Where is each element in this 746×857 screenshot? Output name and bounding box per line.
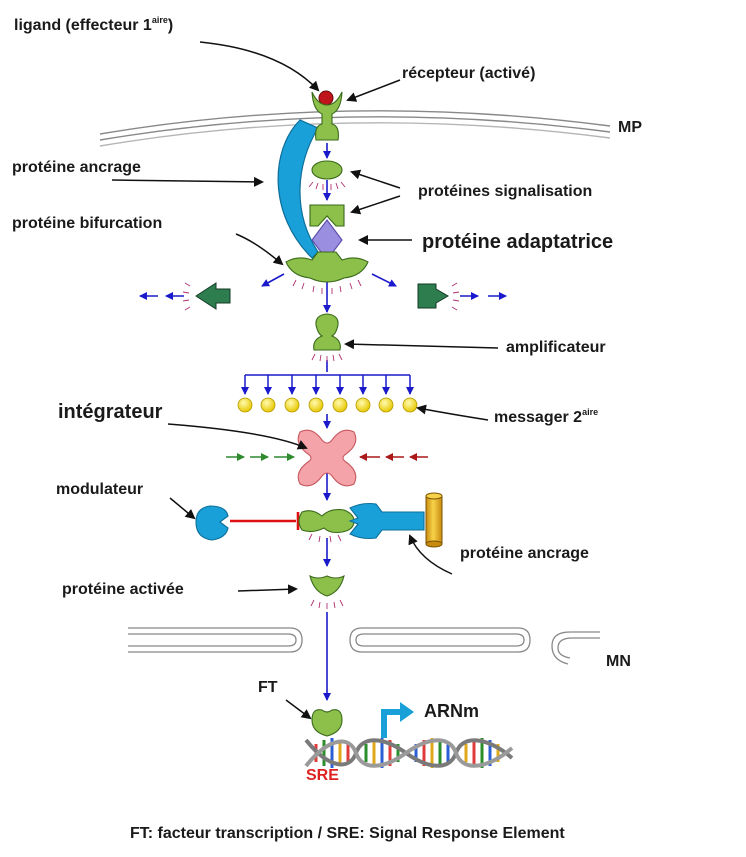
label-recepteur: récepteur (activé) [402, 66, 535, 82]
anchoring-protein-top [278, 120, 318, 258]
plasma-membrane [100, 111, 610, 146]
label-proteine-ancrage-top: protéine ancrage [12, 160, 141, 176]
nuclear-membrane [128, 628, 600, 664]
label-arnm: ARNm [424, 702, 479, 720]
modulator-protein [196, 506, 228, 540]
target-protein-fringe [309, 534, 341, 542]
left-branch-protein [183, 283, 230, 310]
label-modulateur: modulateur [56, 482, 143, 498]
label-sre: SRE [306, 768, 339, 784]
footer-legend: FT: facteur transcription / SRE: Signal … [130, 826, 565, 842]
anchoring-protein-bottom [350, 504, 424, 539]
label-proteine-adaptatrice: protéine adaptatrice [422, 232, 613, 252]
label-integrateur: intégrateur [58, 402, 162, 422]
label-amplificateur: amplificateur [506, 340, 606, 356]
label-proteines-signalisation: protéines signalisation [418, 184, 592, 200]
label-proteine-ancrage-bottom: protéine ancrage [460, 546, 589, 562]
transcription-start-arrow [384, 702, 414, 738]
amplification-arrows [245, 375, 410, 394]
label-ligand: ligand (effecteur 1aire) [14, 16, 173, 34]
label-mn: MN [606, 654, 631, 670]
right-branch-protein [418, 283, 459, 310]
activated-protein [310, 576, 344, 609]
anchor-cylinder [426, 493, 442, 547]
label-proteine-bifurcation: protéine bifurcation [12, 216, 162, 232]
label-mp: MP [618, 120, 642, 136]
label-messager: messager 2aire [494, 408, 598, 426]
dna-helix [306, 738, 512, 768]
second-messengers [238, 398, 417, 412]
label-proteine-activee: protéine activée [62, 582, 184, 598]
inhibition-line [230, 512, 298, 530]
amplifier-protein [312, 314, 342, 362]
transcription-factor [312, 710, 342, 736]
target-protein [299, 510, 354, 533]
label-ft: FT [258, 680, 278, 696]
